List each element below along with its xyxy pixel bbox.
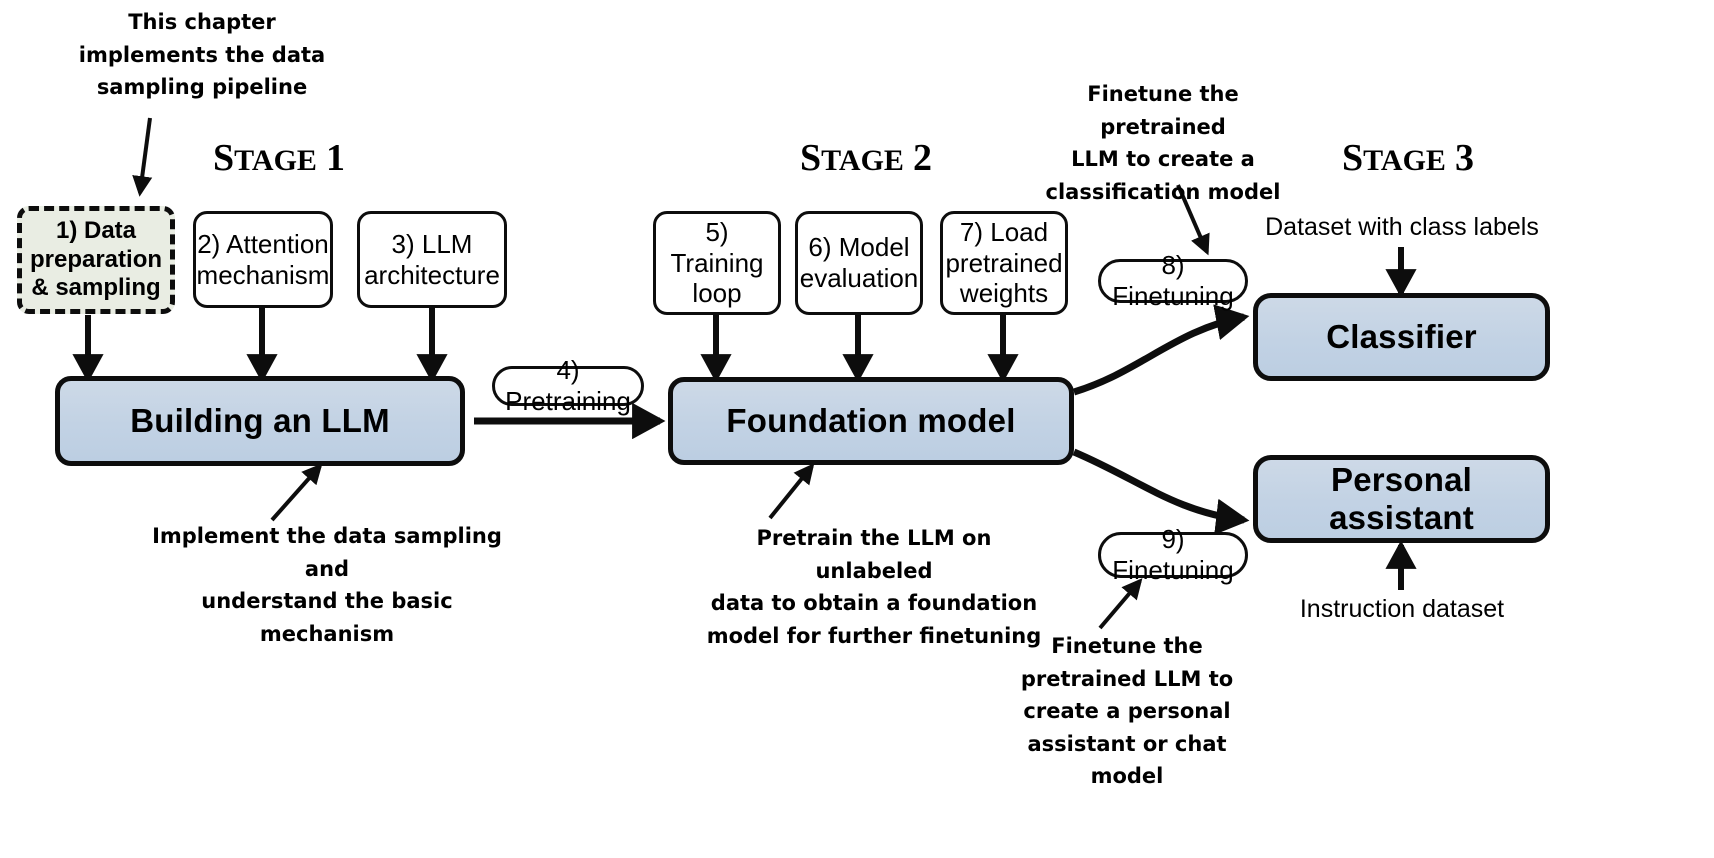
caption-assistant-note: Finetune the pretrained LLM to create a … <box>1020 634 1234 789</box>
outcome-box-classifier[interactable]: Classifier <box>1253 293 1550 381</box>
topic-box-llm-architecture-label: 3) LLM architecture <box>364 228 500 290</box>
arrow-chapter-note <box>132 117 153 197</box>
topic-box-load-pretrained-weights[interactable]: 7) Load pretrained weights <box>940 211 1068 315</box>
caption-chapter-note: This chapter implements the data samplin… <box>78 10 326 100</box>
topic-box-model-evaluation-label: 6) Model evaluation <box>799 232 919 293</box>
arrow-foundation-to-assistant <box>1072 448 1250 535</box>
topic-box-attention[interactable]: 2) Attention mechanism <box>193 211 333 308</box>
topic-box-load-pretrained-weights-label: 7) Load pretrained weights <box>945 217 1063 309</box>
stage-2-number: 2 <box>912 137 932 179</box>
caption-implement-note: Implement the data sampling and understa… <box>152 524 502 646</box>
stage-1-number: 1 <box>325 137 345 179</box>
outcome-box-building-an-llm-label: Building an LLM <box>130 402 390 439</box>
arrow-assistant-note <box>1098 578 1143 630</box>
arrow-foundation-to-classifier <box>1072 304 1250 396</box>
outcome-box-personal-assistant-label: Personal assistant <box>1329 461 1474 536</box>
topic-box-training-loop-label: 5) Training loop <box>670 217 764 309</box>
label-instruction-dataset: Instruction dataset <box>1299 595 1505 623</box>
topic-box-attention-label: 2) Attention mechanism <box>196 228 330 290</box>
outcome-box-foundation-model[interactable]: Foundation model <box>668 377 1074 465</box>
topic-box-llm-architecture[interactable]: 3) LLM architecture <box>357 211 507 308</box>
caption-pretrain-note: Pretrain the LLM on unlabeled data to ob… <box>706 526 1042 648</box>
pill-pretraining-label: 4) Pretraining <box>505 355 631 416</box>
outcome-box-foundation-model-label: Foundation model <box>726 402 1016 439</box>
topic-box-data-preparation[interactable]: 1) Data preparation & sampling <box>17 206 175 314</box>
caption-classification-note: Finetune the pretrained LLM to create a … <box>1045 82 1281 204</box>
topic-box-model-evaluation[interactable]: 6) Model evaluation <box>795 211 923 315</box>
stage-2-tage: TAGE <box>821 144 904 177</box>
pill-finetuning-8[interactable]: 8) Finetuning <box>1098 250 1248 311</box>
stage-1-s: S <box>213 137 235 179</box>
topic-box-data-preparation-label: 1) Data preparation & sampling <box>29 216 163 302</box>
pill-pretraining[interactable]: 4) Pretraining <box>492 355 644 416</box>
stage-3-s: S <box>1342 137 1364 179</box>
label-dataset-class-labels: Dataset with class labels <box>1265 213 1539 241</box>
outcome-box-personal-assistant[interactable]: Personal assistant <box>1253 455 1550 543</box>
pill-finetuning-9-label: 9) Finetuning <box>1112 524 1234 585</box>
pill-finetuning-9[interactable]: 9) Finetuning <box>1098 524 1248 585</box>
topic-box-training-loop[interactable]: 5) Training loop <box>653 211 781 315</box>
pill-finetuning-8-label: 8) Finetuning <box>1112 250 1234 311</box>
outcome-box-classifier-label: Classifier <box>1326 318 1477 355</box>
stage-3-number: 3 <box>1454 137 1474 179</box>
arrow-pretrain-note <box>768 463 815 520</box>
stage-3-tage: TAGE <box>1363 144 1446 177</box>
outcome-box-building-an-llm[interactable]: Building an LLM <box>55 376 465 466</box>
stage-1-tage: TAGE <box>234 144 317 177</box>
arrow-implement-note <box>270 463 323 522</box>
stage-2-s: S <box>800 137 822 179</box>
